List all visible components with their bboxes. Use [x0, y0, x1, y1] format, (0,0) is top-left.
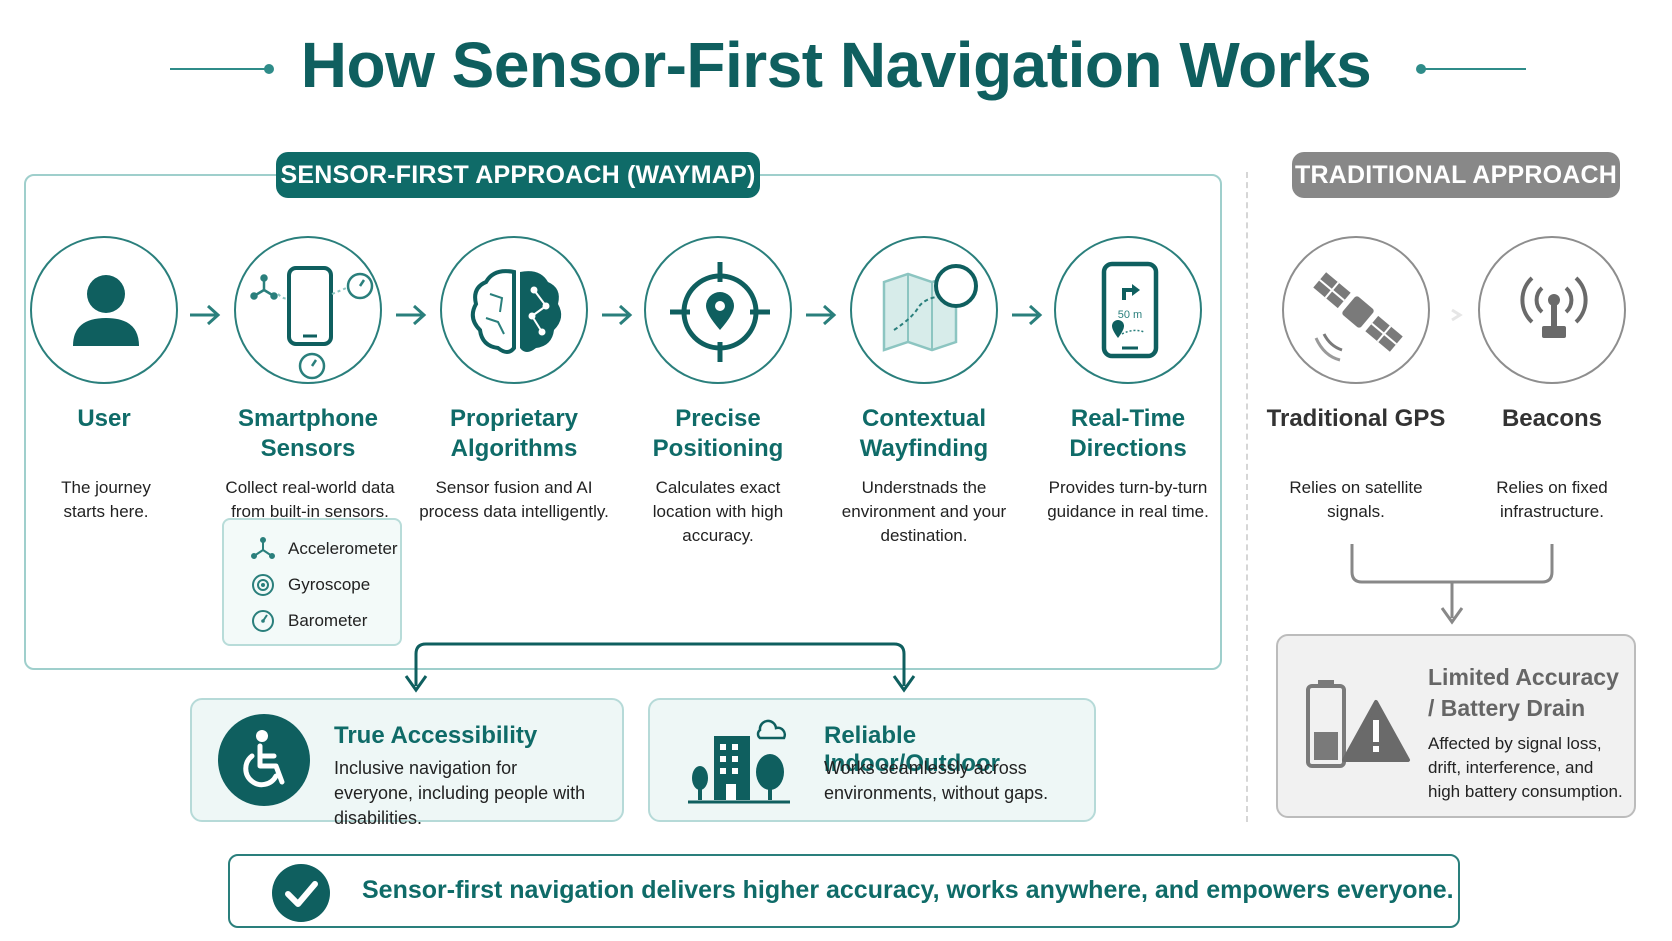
- limitation-desc: Affected by signal loss, drift, interfer…: [1428, 734, 1623, 801]
- step-title-wayfinding: Contextual Wayfinding: [859, 405, 989, 462]
- page-title: How Sensor-First Navigation Works: [300, 29, 1372, 101]
- step-circle-sensors: [234, 236, 382, 384]
- step-desc-algorithms: Sensor fusion and AI process data intell…: [419, 478, 609, 521]
- step-desc-user: The journey starts here.: [61, 478, 151, 521]
- sensor-label-barometer: Barometer: [288, 611, 368, 630]
- limitation-card: Limited Accuracy / Battery Drain Affecte…: [1276, 634, 1636, 818]
- map-compass-icon: [882, 264, 978, 352]
- smartphone-sensors-icon: [250, 266, 374, 380]
- title-left-line: [170, 68, 268, 70]
- section-divider: [1246, 172, 1248, 822]
- step-arrow-4: [806, 304, 837, 326]
- summary-banner: Sensor-first navigation delivers higher …: [228, 854, 1460, 928]
- step-circle-user: [30, 236, 178, 384]
- brain-algorithm-icon: [470, 269, 562, 354]
- sensor-first-label: SENSOR-FIRST APPROACH (WAYMAP): [276, 152, 760, 198]
- limitation-title: Limited Accuracy / Battery Drain: [1428, 664, 1619, 721]
- traditional-desc-gps: Relies on satellite signals.: [1289, 478, 1423, 521]
- directions-distance: 50 m: [1118, 309, 1142, 321]
- target-location-icon: [670, 262, 770, 362]
- traditional-title-gps: Traditional GPS: [1266, 405, 1446, 432]
- phone-directions-icon: 50 m: [1101, 261, 1159, 359]
- traditional-circle-beacons: [1478, 236, 1626, 384]
- traditional-label: TRADITIONAL APPROACH: [1292, 152, 1620, 198]
- check-icon: [272, 864, 330, 922]
- step-circle-algorithms: [440, 236, 588, 384]
- title-right-line: [1424, 68, 1526, 70]
- sensor-label-gyroscope: Gyroscope: [288, 575, 371, 594]
- benefit-card-accessibility: True Accessibility Inclusive navigation …: [190, 698, 624, 828]
- summary-text: Sensor-first navigation delivers higher …: [362, 876, 1454, 904]
- step-title-sensors: Smartphone Sensors: [237, 405, 378, 462]
- step-circle-positioning: [644, 236, 792, 384]
- accelerometer-icon: [251, 537, 275, 559]
- step-title-positioning: Precise Positioning: [652, 405, 784, 462]
- step-arrow-5: [1012, 304, 1043, 326]
- benefit-desc-indoor-outdoor: Works seamlessly across environments, wi…: [824, 758, 1049, 803]
- sensor-item-barometer: Barometer: [250, 604, 367, 638]
- traditional-desc-beacons: Relies on fixed infrastructure.: [1496, 478, 1608, 521]
- step-title-user: User: [77, 405, 131, 432]
- step-circle-wayfinding: [850, 236, 998, 384]
- wheelchair-icon: [218, 714, 310, 806]
- user-icon: [73, 275, 139, 346]
- title-right-dot: [1416, 64, 1426, 74]
- building-tree-icon: [688, 719, 790, 804]
- sensor-item-gyroscope: Gyroscope: [250, 568, 370, 602]
- sensor-list: Accelerometer Gyroscope Barometer: [222, 518, 402, 646]
- title-left-dot: [264, 64, 274, 74]
- traditional-arrow: [1451, 308, 1463, 322]
- step-title-algorithms: Proprietary Algorithms: [449, 405, 579, 462]
- benefit-title-accessibility: True Accessibility: [334, 722, 538, 749]
- battery-warning-icon: [1306, 680, 1410, 768]
- step-title-directions: Real-Time Directions: [1069, 405, 1187, 462]
- barometer-icon: [252, 610, 274, 632]
- gyroscope-icon: [252, 574, 274, 596]
- step-circle-directions: 50 m: [1054, 236, 1202, 384]
- step-desc-wayfinding: Understnads the environment and your des…: [841, 478, 1007, 545]
- step-arrow-3: [602, 304, 633, 326]
- sensor-label-accelerometer: Accelerometer: [288, 539, 398, 558]
- traditional-title-beacons: Beacons: [1501, 405, 1603, 432]
- step-desc-sensors: Collect real-world data from built-in se…: [225, 478, 395, 521]
- satellite-icon: [1313, 272, 1403, 362]
- benefit-desc-accessibility: Inclusive navigation for everyone, inclu…: [334, 758, 586, 828]
- benefit-title-indoor-outdoor: Reliable Indoor/Outdoor: [824, 722, 1000, 777]
- traditional-circle-gps: [1282, 236, 1430, 384]
- step-desc-directions: Provides turn-by-turn guidance in real t…: [1047, 478, 1209, 521]
- step-desc-positioning: Calculates exact location with high accu…: [652, 478, 784, 545]
- sensor-item-accelerometer: Accelerometer: [250, 532, 398, 566]
- step-arrow-2: [396, 304, 427, 326]
- step-arrow-1: [190, 304, 221, 326]
- beacon-icon: [1520, 276, 1588, 338]
- benefit-card-indoor-outdoor: Reliable Indoor/Outdoor Works seamlessly…: [648, 698, 1096, 822]
